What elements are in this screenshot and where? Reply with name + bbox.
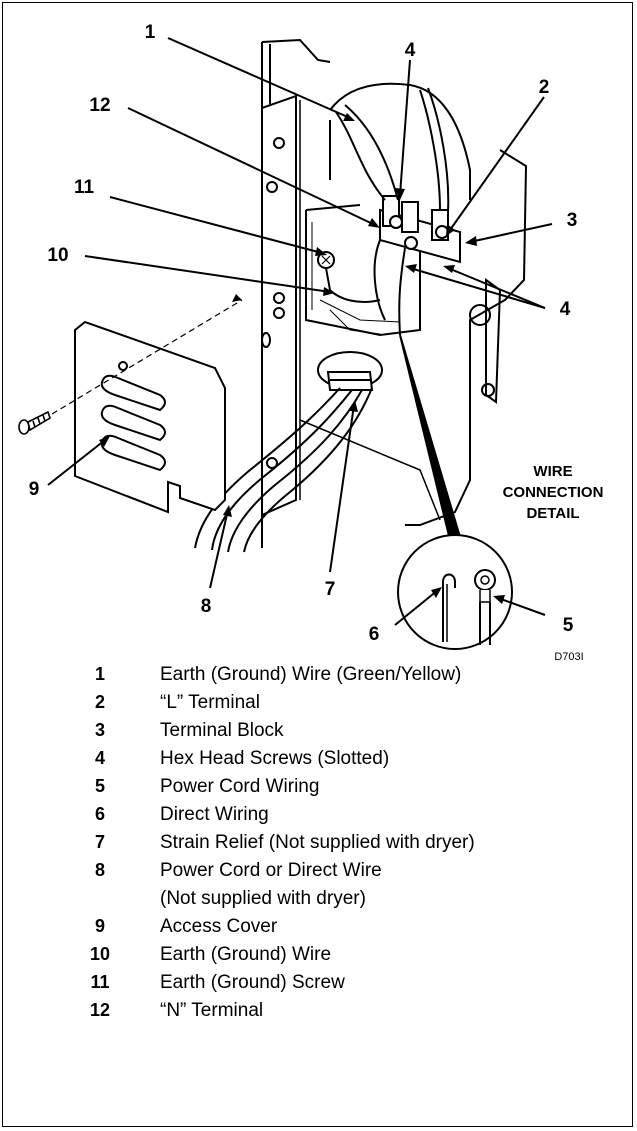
legend-row: 1 Earth (Ground) Wire (Green/Yellow) bbox=[0, 664, 637, 690]
legend-number: 7 bbox=[94, 832, 105, 852]
leader-arrowheads bbox=[99, 113, 505, 604]
legend-number: 10 bbox=[89, 944, 111, 964]
leader-12 bbox=[127, 107, 376, 226]
legend-number: 4 bbox=[94, 748, 105, 768]
callout-1: 1 bbox=[145, 22, 156, 43]
legend-row: 2 “L” Terminal bbox=[0, 692, 637, 718]
legend-description: Hex Head Screws (Slotted) bbox=[160, 748, 390, 769]
callout-labels: 1 2 3 4 4 5 6 7 8 9 10 11 12 bbox=[29, 22, 578, 645]
dryer-back-panel bbox=[261, 38, 528, 548]
callout-10: 10 bbox=[47, 245, 68, 266]
legend-row: 9 Access Cover bbox=[0, 916, 637, 942]
screw-path-arrowhead bbox=[232, 294, 242, 302]
cover-screw bbox=[18, 410, 51, 435]
legend-number: 3 bbox=[94, 720, 105, 740]
leader-lines bbox=[47, 37, 553, 626]
detail-label-line-2: CONNECTION bbox=[503, 484, 604, 501]
legend-row: 10 Earth (Ground) Wire bbox=[0, 944, 637, 970]
legend-row: 5 Power Cord Wiring bbox=[0, 776, 637, 802]
terminal-box bbox=[305, 204, 421, 337]
leader-3 bbox=[469, 223, 553, 243]
legend-row: 8 Power Cord or Direct Wire (Not supplie… bbox=[0, 860, 637, 914]
callout-3: 3 bbox=[567, 210, 578, 231]
legend-description: Earth (Ground) Wire (Green/Yellow) bbox=[160, 664, 462, 685]
callout-5: 5 bbox=[563, 615, 574, 636]
legend-number: 8 bbox=[94, 860, 105, 880]
callout-8: 8 bbox=[201, 596, 212, 617]
leader-6 bbox=[394, 589, 439, 626]
leader-8 bbox=[209, 509, 229, 589]
leader-7 bbox=[329, 404, 355, 573]
legend-description: Power Cord Wiring bbox=[160, 776, 320, 797]
legend-description-continued: (Not supplied with dryer) bbox=[160, 888, 366, 909]
callout-11: 11 bbox=[74, 177, 95, 198]
legend-row: 12 “N” Terminal bbox=[0, 1000, 637, 1026]
legend-row: 3 Terminal Block bbox=[0, 720, 637, 746]
terminal-block bbox=[379, 195, 461, 264]
legend-number: 5 bbox=[94, 776, 105, 796]
legend-number: 2 bbox=[94, 692, 105, 712]
strain-relief bbox=[317, 351, 383, 391]
earth-ground-screw bbox=[317, 251, 335, 269]
detail-label-line-3: DETAIL bbox=[526, 505, 579, 522]
legend-number: 1 bbox=[94, 664, 105, 684]
leader-4-bottom-b bbox=[447, 267, 546, 309]
legend-description: Power Cord or Direct Wire bbox=[160, 860, 382, 881]
legend-row: 6 Direct Wiring bbox=[0, 804, 637, 830]
screw-path-line bbox=[51, 299, 243, 415]
legend-number: 9 bbox=[94, 916, 105, 936]
leader-4-bottom-a bbox=[409, 267, 546, 309]
leader-2 bbox=[449, 96, 545, 231]
power-cord bbox=[194, 387, 373, 553]
wiring-diagram: 1 2 3 4 4 5 6 7 8 9 10 11 12 WIRE CONNEC… bbox=[18, 22, 604, 660]
callout-6: 6 bbox=[369, 624, 380, 645]
leader-1 bbox=[167, 37, 351, 119]
legend-number: 12 bbox=[89, 1000, 111, 1020]
legend-row: 4 Hex Head Screws (Slotted) bbox=[0, 748, 637, 774]
leader-11 bbox=[109, 196, 323, 254]
leader-4-top bbox=[399, 59, 411, 196]
leader-5 bbox=[497, 597, 546, 616]
legend-description: Access Cover bbox=[160, 916, 278, 937]
legend-number: 6 bbox=[94, 804, 105, 824]
leader-10 bbox=[84, 255, 331, 293]
detail-label-line-1: WIRE bbox=[533, 463, 572, 480]
callout-4-bottom: 4 bbox=[560, 299, 571, 320]
legend-description: Terminal Block bbox=[160, 720, 284, 741]
leader-9 bbox=[47, 439, 106, 486]
callout-4-top: 4 bbox=[405, 40, 416, 61]
legend-description: Direct Wiring bbox=[160, 804, 269, 825]
access-cover bbox=[74, 320, 226, 514]
legend-description: Earth (Ground) Screw bbox=[160, 972, 345, 993]
legend-row: 11 Earth (Ground) Screw bbox=[0, 972, 637, 998]
legend-description: “N” Terminal bbox=[160, 1000, 264, 1021]
callout-7: 7 bbox=[325, 579, 336, 600]
legend-description: “L” Terminal bbox=[160, 692, 260, 713]
legend-number: 11 bbox=[90, 972, 110, 992]
drawing-code: D703I bbox=[554, 651, 583, 660]
wire-connection-detail bbox=[397, 334, 513, 650]
callout-9: 9 bbox=[29, 479, 40, 500]
legend-description: Earth (Ground) Wire bbox=[160, 944, 332, 965]
legend-description: Strain Relief (Not supplied with dryer) bbox=[160, 832, 475, 853]
callout-12: 12 bbox=[89, 95, 110, 116]
legend-row: 7 Strain Relief (Not supplied with dryer… bbox=[0, 832, 637, 858]
callout-2: 2 bbox=[539, 77, 550, 98]
internal-wiring bbox=[325, 82, 471, 336]
